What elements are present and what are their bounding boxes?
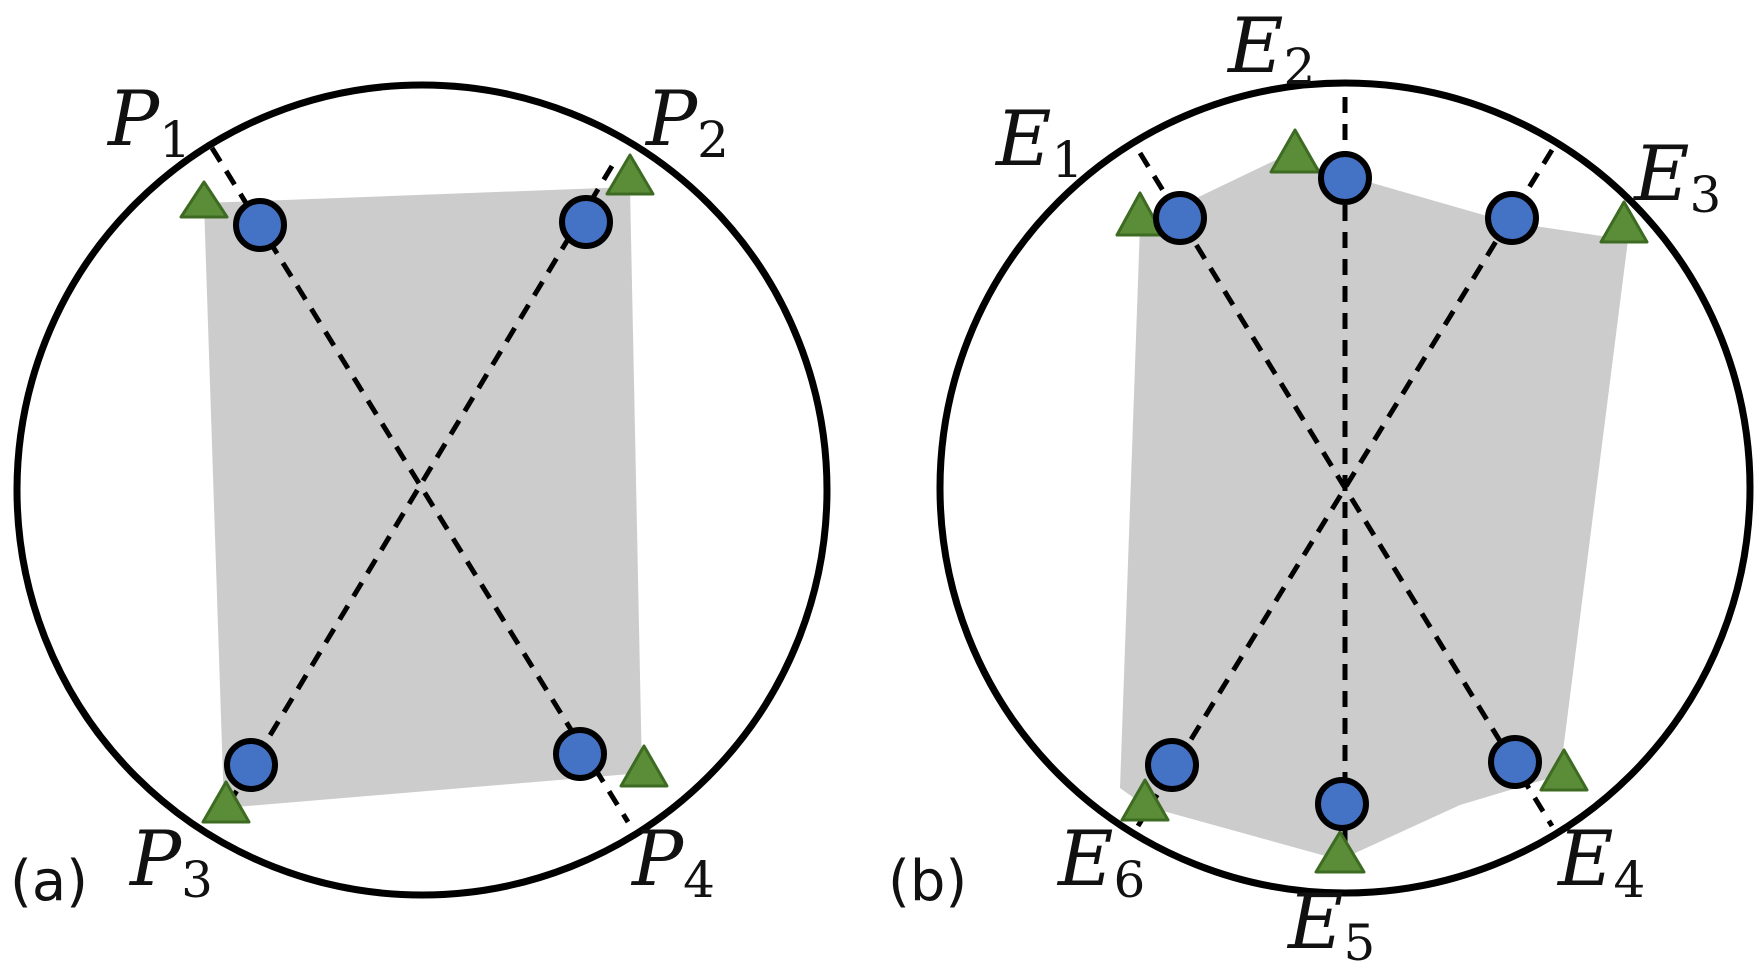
point-label-p1: P1 bbox=[106, 74, 191, 169]
panel-b-dot-e4 bbox=[1488, 735, 1542, 789]
panel-b-triangle-e6 bbox=[1120, 778, 1170, 822]
panel-a: P1 P2 P3 P4 (a) bbox=[10, 74, 831, 914]
panel-b-triangle-e5 bbox=[1314, 830, 1366, 874]
panel-a-dot-p1 bbox=[233, 198, 287, 252]
panel-a-triangle-p3 bbox=[201, 780, 251, 824]
panel-b-triangle-e4 bbox=[1539, 748, 1589, 792]
panel-label-a: (a) bbox=[10, 849, 88, 914]
point-label-e2: E2 bbox=[1226, 1, 1315, 96]
panel-a-shaded-region bbox=[204, 187, 642, 808]
panel-b-dot-e6 bbox=[1145, 738, 1199, 792]
point-label-p3: P3 bbox=[128, 814, 213, 909]
panel-a-circle bbox=[13, 81, 831, 899]
point-label-p2: P2 bbox=[644, 74, 729, 169]
panel-a-dot-p2 bbox=[559, 195, 613, 249]
panel-a-triangle-p4 bbox=[619, 744, 669, 788]
panel-b-circle bbox=[936, 79, 1754, 897]
panel-a-triangle-p1 bbox=[179, 180, 229, 219]
panel-b-triangle-e2 bbox=[1269, 128, 1321, 174]
point-label-e5: E5 bbox=[1286, 877, 1375, 972]
panel-a-dot-p4 bbox=[553, 727, 607, 781]
panel-a-dot-p3 bbox=[224, 738, 278, 792]
panel-a-triangle-p2 bbox=[605, 153, 655, 196]
panel-b-dot-e2 bbox=[1318, 151, 1372, 205]
panel-b-dot-e3 bbox=[1485, 191, 1539, 245]
panel-b-dot-e1 bbox=[1153, 191, 1207, 245]
panel-b-dashed-line-e3-e6 bbox=[1135, 148, 1555, 828]
panel-b-triangle-e1 bbox=[1115, 191, 1165, 237]
panel-b-triangle-e3 bbox=[1599, 200, 1649, 244]
panel-b-dashed-line-e1-e4 bbox=[1137, 151, 1555, 828]
point-label-e1: E1 bbox=[994, 94, 1083, 189]
panel-a-dashed-line-p2-p3 bbox=[215, 164, 615, 824]
point-label-e6: E6 bbox=[1056, 814, 1145, 909]
panel-label-b: (b) bbox=[888, 849, 967, 914]
point-label-e3: E3 bbox=[1632, 129, 1721, 224]
point-label-e4: E4 bbox=[1556, 814, 1645, 909]
panel-a-dashed-line-p1-p4 bbox=[209, 146, 631, 824]
panel-b-shaded-region bbox=[1120, 157, 1628, 860]
panel-b-dot-e5 bbox=[1315, 777, 1369, 831]
panel-b: E1 E2 E3 E4 E5 E6 (b) bbox=[888, 1, 1754, 972]
point-label-p4: P4 bbox=[630, 814, 715, 909]
